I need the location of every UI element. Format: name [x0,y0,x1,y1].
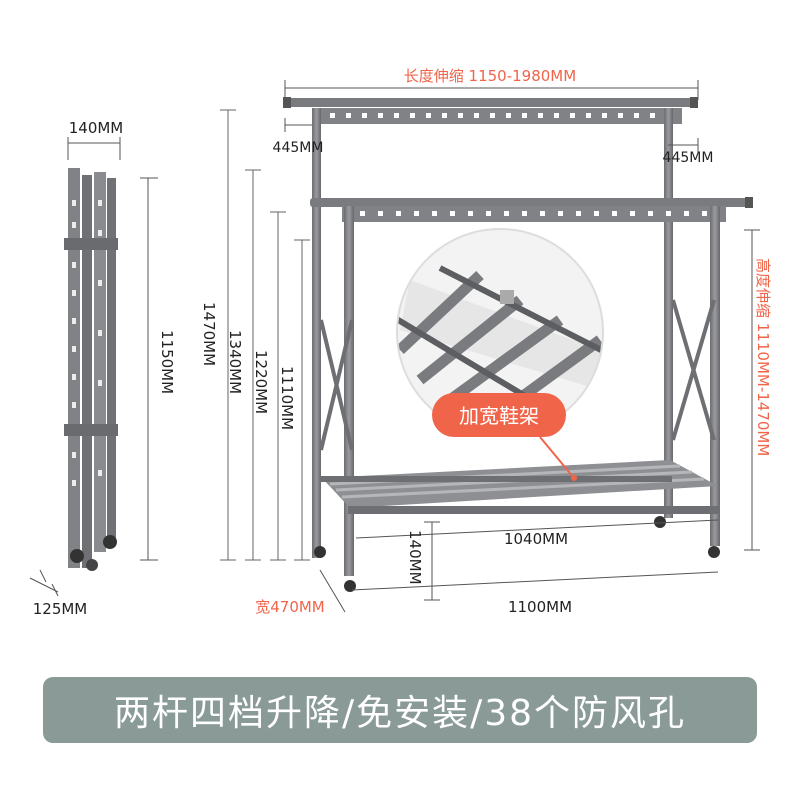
wheel-back-right [654,516,666,528]
top-pole-cap-left [283,97,291,108]
back-upright-left [312,108,321,558]
shelf-height-label: 140MM [406,530,424,585]
callout-pointer [539,436,575,479]
wheel-back-left [314,546,326,558]
front-upright-left [344,206,354,576]
folded-rack [64,168,118,571]
wheel-front-left [344,580,356,592]
folded-pole-1 [68,168,80,568]
second-hole-row [360,211,707,216]
folded-pole-3 [94,172,106,552]
top-pole [285,98,695,107]
height-1110-label: 1110MM [278,366,296,430]
second-hole-bar [342,206,726,222]
folded-wheel-3 [86,559,98,571]
base-length-label: 1100MM [508,598,572,616]
shelf-back-rail [320,476,672,482]
bottom-dimension-lines [319,519,719,613]
folded-depth-label: 125MM [33,600,88,618]
shoe-shelf-callout: 加宽鞋架 [394,226,606,481]
depth-label: 宽470MM [255,598,325,616]
folded-height-label: 1150MM [158,330,176,394]
height-range-label: 高度伸缩 1110MM-1470MM [754,258,772,456]
second-pole [310,198,750,207]
folded-pole-4 [107,178,116,538]
cross-braces [319,299,716,451]
folded-pole-2 [82,175,92,568]
top-hole-bar [312,108,682,124]
folded-bracket-top [64,238,118,250]
height-1340-label: 1340MM [226,330,244,394]
folded-bracket-bottom [64,424,118,436]
folded-wheel-1 [70,549,84,563]
shelf-front-rail [348,506,720,514]
shoe-shelf [322,460,718,508]
second-pole-cap [745,197,753,208]
main-rack [283,97,753,592]
back-upright-right [664,108,673,518]
folded-wheel-2 [103,535,117,549]
callout-badge [432,393,566,437]
height-1470-label: 1470MM [200,302,218,366]
height-range-lines [744,229,760,551]
top-hole-row [330,113,655,118]
feature-banner: 两杆四档升降/免安装/38个防风孔 [43,677,757,743]
zoom-rails [397,265,603,408]
length-range-label: 长度伸缩 1150-1980MM [404,67,576,85]
callout-label: 加宽鞋架 [459,404,539,428]
wheel-front-right [708,546,720,558]
front-upright-right [710,206,720,546]
height-1220-label: 1220MM [252,350,270,414]
top-pole-cap-right [690,97,698,108]
height-dimension-lines [220,109,310,561]
right-extension-label: 445MM [663,150,714,166]
folded-width-label: 140MM [69,119,124,137]
length-dimension-lines [284,80,699,152]
shelf-width-label: 1040MM [504,530,568,548]
left-extension-label: 445MM [273,140,324,156]
folded-holes [72,200,102,486]
feature-banner-text: 两杆四档升降/免安装/38个防风孔 [113,693,687,734]
callout-pointer-dot [571,475,577,481]
folded-dimension-lines [29,137,158,597]
zoom-connector [500,290,514,304]
